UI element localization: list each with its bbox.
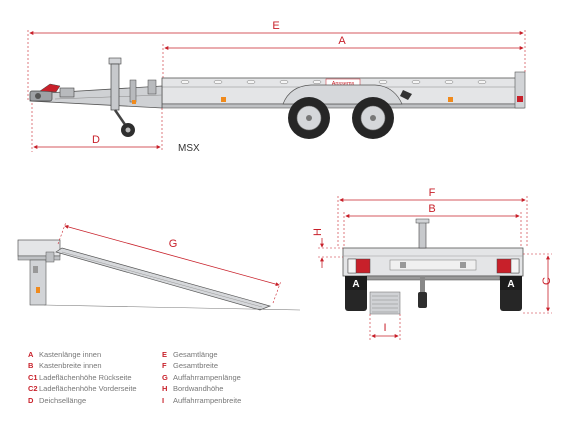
legend-text: Kastenbreite innen xyxy=(39,361,102,371)
legend-key: I xyxy=(162,395,165,405)
label-d: D xyxy=(92,134,100,146)
legend-key: E xyxy=(162,350,168,359)
legend-item: C2Ladeflächenhöhe Vorderseite xyxy=(28,383,137,394)
model-label: MSX xyxy=(178,143,200,154)
legend-item: C1Ladeflächenhöhe Rückseite xyxy=(28,372,137,383)
loading-ramp xyxy=(55,247,272,311)
side-reflector-rear xyxy=(448,97,453,102)
legend-item: I Auffahrrampenbreite xyxy=(162,395,241,406)
hitch-coupling xyxy=(29,83,75,102)
legend-text: Bordwandhöhe xyxy=(173,384,224,394)
label-i: I xyxy=(383,322,386,334)
label-f: F xyxy=(429,187,436,199)
legend-key: G xyxy=(162,372,168,382)
label-b: B xyxy=(428,203,435,215)
legend-column-1: A Kastenlänge innen B Kastenbreite innen C… xyxy=(28,349,137,406)
side-reflector-front xyxy=(221,97,226,102)
mudflap-right xyxy=(500,276,522,290)
wheel-front xyxy=(288,97,330,139)
rear-ramp-tread xyxy=(369,291,401,315)
legend-item: H Bordwandhöhe xyxy=(162,383,241,394)
drawbar-reflector xyxy=(132,100,136,104)
legend-column-2: E Gesamtlänge F Gesamtbreite G Auffahrrampe… xyxy=(162,349,241,406)
legend-text: Gesamtlänge xyxy=(173,350,218,359)
legend-text: Gesamtbreite xyxy=(173,361,219,371)
label-c: C xyxy=(541,277,553,285)
legend-text: Ladeflächenhöhe Rückseite xyxy=(39,372,132,382)
ramp-view-reflector xyxy=(36,287,40,293)
rear-view: F B A A xyxy=(312,187,553,340)
dimension-line-g xyxy=(64,224,280,287)
svg-text:A: A xyxy=(507,279,514,290)
rear-light-side xyxy=(517,96,523,102)
ramp-view: G xyxy=(17,221,301,311)
side-view: E A Anssems xyxy=(27,20,526,154)
brand-badge-side: Anssems xyxy=(332,81,355,87)
legend-text: Auffahrrampenlänge xyxy=(173,372,241,382)
legend-item: A Kastenlänge innen xyxy=(28,349,137,360)
legend-key: C2 xyxy=(28,384,38,394)
svg-text:A: A xyxy=(352,279,359,290)
legend-item: D Deichsellänge xyxy=(28,395,137,406)
label-g: G xyxy=(169,238,178,250)
legend-item: B Kastenbreite innen xyxy=(28,360,137,371)
legend-item: E Gesamtlänge xyxy=(162,349,241,360)
legend-key: F xyxy=(162,361,167,371)
legend-key: C1 xyxy=(28,372,38,382)
mudflap-left xyxy=(345,276,367,290)
legend-item: F Gesamtbreite xyxy=(162,360,241,371)
legend-text: Kastenlänge innen xyxy=(39,350,102,359)
legend-text: Deichsellänge xyxy=(39,395,87,405)
legend-key: B xyxy=(28,361,34,371)
label-e: E xyxy=(272,20,279,32)
label-a: A xyxy=(338,35,346,47)
jockey-wheel xyxy=(108,57,135,137)
label-h: H xyxy=(312,228,324,236)
legend-item: G Auffahrrampenlänge xyxy=(162,372,241,383)
legend-text: Ladeflächenhöhe Vorderseite xyxy=(39,384,137,394)
dimension-legend: A Kastenlänge innen B Kastenbreite innen C… xyxy=(28,349,328,419)
legend-key: D xyxy=(28,395,34,405)
legend-key: H xyxy=(162,384,168,394)
wheel-rear xyxy=(352,97,394,139)
legend-key: A xyxy=(28,350,34,359)
legend-text: Auffahrrampenbreite xyxy=(173,395,242,405)
